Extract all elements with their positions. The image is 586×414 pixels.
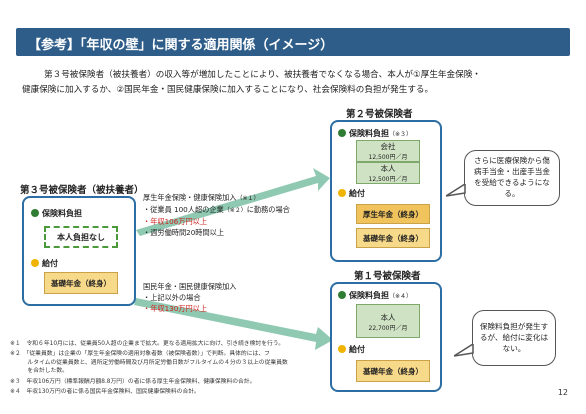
footnote-2: ※２ 「従業員数」は企業の「厚生年金保険の適用対象者数（被保険者数）」で判断。具… [10, 351, 270, 357]
category2-card: 保険料負担（※３） 会社 12,500円／月 本人 12,500円／月 給付 厚… [330, 120, 442, 262]
person-amount: 12,500円／月 [368, 176, 408, 183]
person-share-box: 本人 12,500円／月 [356, 162, 420, 184]
person-premium-box: 本人 22,700円／月 [356, 304, 420, 338]
intro-line-1: 第３号被保険者（被扶養者）の収入等が増加したことにより、被扶養者でなくなる場合、… [44, 70, 481, 80]
path1-line3: ・年収106万円以上 [143, 217, 208, 226]
category3-burden-label: 保険料負担 [31, 208, 82, 219]
category2-heading: 第２号被保険者 [346, 109, 413, 120]
company-share-box: 会社 12,500円／月 [356, 140, 420, 162]
path1-line2: ・従業員 100人超の企業 [143, 205, 224, 214]
bubble2-tail [454, 344, 474, 357]
basic-pension-box: 基礎年金（終身） [356, 360, 430, 382]
person-label: 本人 [380, 164, 396, 173]
category2-burden-note: （※３） [389, 131, 413, 138]
category1-card: 保険料負担（※４） 本人 22,700円／月 給付 基礎年金（終身） [330, 282, 442, 392]
basic-pension-box: 基礎年金（終身） [44, 272, 118, 294]
person-label: 本人 [380, 313, 396, 322]
path2-line3: ・年収130万円以上 [143, 304, 208, 313]
burden-dot-icon [31, 209, 39, 217]
path1-line2b: に勤務の場合 [246, 205, 290, 214]
sickness-benefit-note: さらに医療保険から傷病手当金・出産手当金を受給できるようになる。 [464, 150, 560, 206]
benefit-dot-icon [338, 189, 346, 197]
title-bar: 【参考】「年収の壁」に関する適用関係（イメージ） [16, 28, 570, 56]
page-title: 【参考】「年収の壁」に関する適用関係（イメージ） [28, 38, 334, 53]
no-benefit-change-note: 保険料負担が発生するが、給付に変化はない。 [472, 310, 556, 366]
category3-heading: 第３号被保険者（被扶養者） [20, 185, 144, 196]
person-amount: 22,700円／月 [368, 325, 408, 332]
footnote-2-cont2: を合計した数。 [10, 368, 68, 374]
no-burden-box: 本人負担なし [44, 226, 118, 248]
path1-line1: 厚生年金保険・健康保険加入 [143, 193, 237, 202]
category1-burden-note: （※４） [389, 293, 413, 300]
company-label: 会社 [380, 142, 396, 151]
category3-card: 保険料負担 本人負担なし 給付 基礎年金（終身） [22, 196, 136, 306]
benefit-dot-icon [31, 259, 39, 267]
category3-benefit-label: 給付 [31, 258, 58, 269]
burden-dot-icon [338, 291, 346, 299]
category2-burden-label: 保険料負担（※３） [338, 128, 412, 139]
path2-line1: 国民年金・国民健康保険加入 [143, 282, 237, 291]
footnote-3: ※３ 年収106万円（標準報酬月額8.8万円）の者に係る厚生年金保険料、健康保険… [10, 379, 256, 385]
path1-note2: （※２） [223, 207, 247, 214]
page-number: 12 [557, 388, 568, 397]
path1-note1: （※１） [236, 195, 260, 202]
path2-text: 国民年金・国民健康保険加入 ・上記以外の場合 ・年収130万円以上 [143, 281, 236, 314]
category1-burden-label: 保険料負担（※４） [338, 290, 412, 301]
footnote-1: ※１ 令和６年10月には、従業員50人超の企業まで拡大。更なる適用拡大に向け、引… [10, 341, 285, 347]
footnote-4: ※４ 年収130万円の者に係る国民年金保険料、国民健康保険料の合計。 [10, 389, 200, 395]
basic-pension-box: 基礎年金（終身） [356, 228, 430, 248]
intro-text: 第３号被保険者（被扶養者）の収入等が増加したことにより、被扶養者でなくなる場合、… [22, 68, 562, 98]
benefit-dot-icon [338, 345, 346, 353]
footnote-2-cont: ルタイムの従業員数と、週所定労働時間及び月所定労働日数がフルタイムの４分の３以上… [10, 359, 288, 366]
category1-heading: 第１号被保険者 [354, 271, 421, 282]
company-amount: 12,500円／月 [368, 154, 408, 161]
path1-text: 厚生年金保険・健康保険加入（※１） ・従業員 100人超の企業（※２）に勤務の場… [143, 192, 290, 238]
burden-dot-icon [338, 129, 346, 137]
category2-benefit-label: 給付 [338, 188, 365, 199]
intro-line-2: 健康保険に加入するか、②国民年金・国民健康保険に加入することになり、社会保険料の… [22, 85, 434, 95]
employee-pension-box: 厚生年金（終身） [356, 204, 430, 224]
category1-benefit-label: 給付 [338, 344, 365, 355]
bubble1-tail [446, 184, 466, 197]
path2-line2: ・上記以外の場合 [143, 293, 201, 302]
path1-line4: ・週労働時間20時間以上 [143, 228, 225, 237]
